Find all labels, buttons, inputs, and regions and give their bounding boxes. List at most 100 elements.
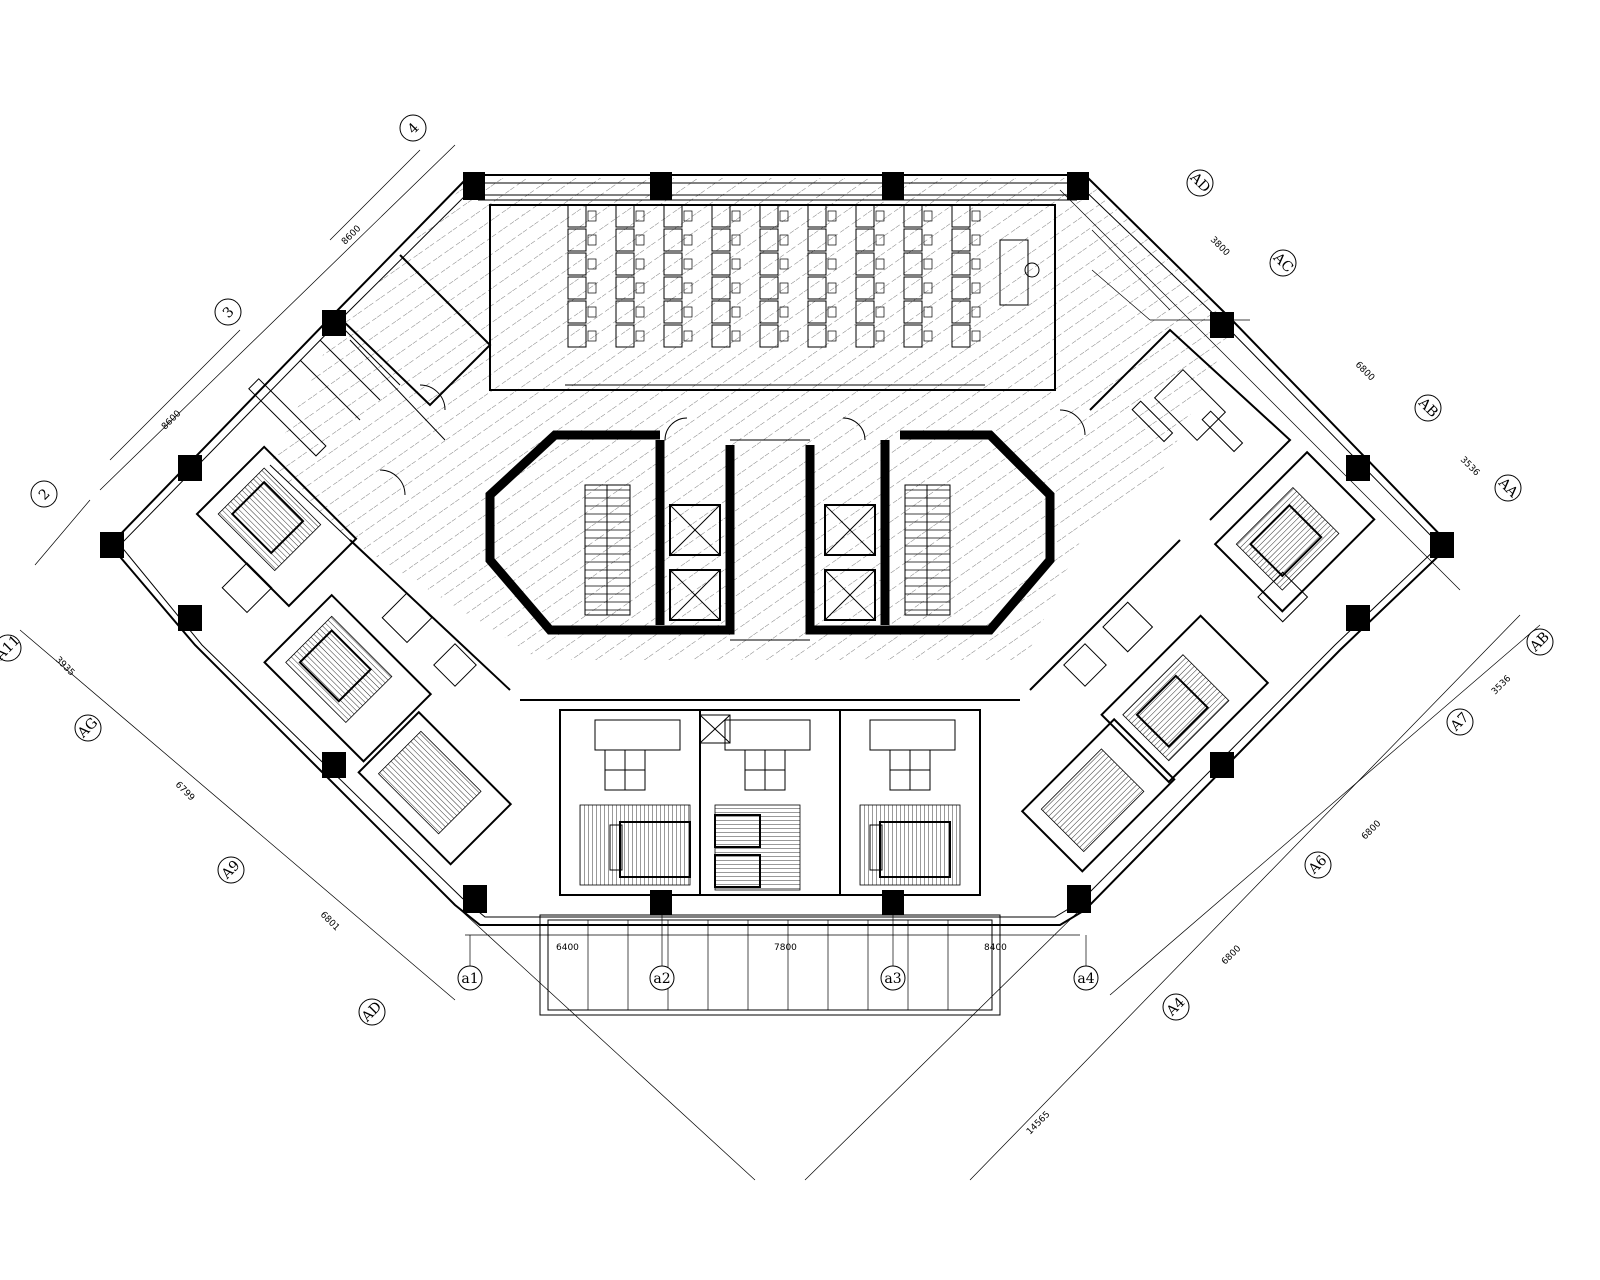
desk xyxy=(711,204,731,228)
desk xyxy=(759,324,779,348)
dim-bottom-1: 6400 xyxy=(556,943,579,953)
dim-right-4: 6800 xyxy=(1220,944,1243,967)
chair xyxy=(635,330,645,342)
chair xyxy=(875,306,885,318)
grid-bubbles: 4 3 2 A11 AG A9 AD AD xyxy=(0,114,1554,1026)
chair xyxy=(587,306,597,318)
grid-bubble-AD-bottom: AD xyxy=(358,998,386,1026)
chair xyxy=(827,282,837,294)
grid-bubble-AB-top: AB xyxy=(1414,394,1442,422)
grid-bubble-A11: A11 xyxy=(0,632,24,664)
chair xyxy=(731,210,741,222)
chair xyxy=(827,306,837,318)
desk xyxy=(855,276,875,300)
guest-rooms-east xyxy=(1020,450,1376,873)
guest-rooms-west xyxy=(195,445,513,866)
chair xyxy=(587,210,597,222)
dim-right-1: 3536 xyxy=(1458,455,1481,478)
chair xyxy=(587,282,597,294)
meeting-room-east xyxy=(1059,328,1292,521)
structural-columns xyxy=(100,172,1454,915)
desk xyxy=(615,300,635,324)
desk xyxy=(663,276,683,300)
chair xyxy=(971,258,981,270)
grid-bubble-AC: AC xyxy=(1269,249,1297,277)
column xyxy=(1210,752,1234,778)
chair xyxy=(827,330,837,342)
chair xyxy=(779,282,789,294)
column xyxy=(322,310,346,336)
column xyxy=(178,605,202,631)
svg-text:a2: a2 xyxy=(653,971,670,987)
chair xyxy=(923,306,933,318)
chair xyxy=(875,330,885,342)
desk xyxy=(807,204,827,228)
chair xyxy=(683,306,693,318)
column xyxy=(322,752,346,778)
chair xyxy=(827,234,837,246)
column xyxy=(178,455,202,481)
desk xyxy=(711,276,731,300)
column xyxy=(463,172,485,200)
desk xyxy=(855,252,875,276)
chair xyxy=(779,210,789,222)
desk xyxy=(615,252,635,276)
desk xyxy=(567,228,587,252)
guest-room-south-1 xyxy=(559,709,701,896)
desk xyxy=(807,252,827,276)
chair xyxy=(635,210,645,222)
column xyxy=(1067,885,1091,913)
chair xyxy=(731,306,741,318)
desk xyxy=(711,228,731,252)
desk xyxy=(567,204,587,228)
column xyxy=(1210,312,1234,338)
grid-bubble-AB-right: AB xyxy=(1526,628,1554,656)
chair xyxy=(635,282,645,294)
chair xyxy=(971,282,981,294)
stair-treads xyxy=(585,485,630,615)
desk xyxy=(711,300,731,324)
svg-text:a1: a1 xyxy=(461,971,478,987)
desk xyxy=(903,324,923,348)
desk xyxy=(855,228,875,252)
chair xyxy=(635,234,645,246)
chair xyxy=(923,330,933,342)
chair xyxy=(683,210,693,222)
chair xyxy=(923,234,933,246)
dim-left-3: 6801 xyxy=(318,910,341,933)
desk xyxy=(663,204,683,228)
grid-bubble-AA: AA xyxy=(1494,474,1522,502)
dim-left-2: 6799 xyxy=(173,780,196,803)
grid-bubble-A7: A7 xyxy=(1446,708,1474,736)
desk xyxy=(807,300,827,324)
dim-top-right-2: 6800 xyxy=(1353,360,1376,383)
desk xyxy=(951,300,971,324)
column xyxy=(1346,605,1370,631)
chair xyxy=(635,258,645,270)
dim-top-left-1: 8600 xyxy=(340,224,363,247)
chair xyxy=(683,330,693,342)
column xyxy=(650,172,672,200)
desk xyxy=(567,300,587,324)
chair xyxy=(587,234,597,246)
column xyxy=(463,885,487,913)
dim-right-3: 6800 xyxy=(1360,819,1383,842)
elevator-left-1 xyxy=(669,504,721,556)
grid-bubble-AG: AG xyxy=(74,714,102,742)
column xyxy=(1067,172,1089,200)
desk xyxy=(711,252,731,276)
desk xyxy=(711,324,731,348)
desk xyxy=(615,324,635,348)
column xyxy=(882,172,904,200)
desk xyxy=(903,276,923,300)
chair xyxy=(923,282,933,294)
chair xyxy=(971,210,981,222)
chair xyxy=(923,258,933,270)
chair xyxy=(971,234,981,246)
dim-bottom-2: 7800 xyxy=(774,943,797,953)
desk xyxy=(567,252,587,276)
desk xyxy=(759,228,779,252)
restrooms-west xyxy=(248,254,492,546)
dim-bottom-3: 8400 xyxy=(984,943,1007,953)
desk xyxy=(663,252,683,276)
